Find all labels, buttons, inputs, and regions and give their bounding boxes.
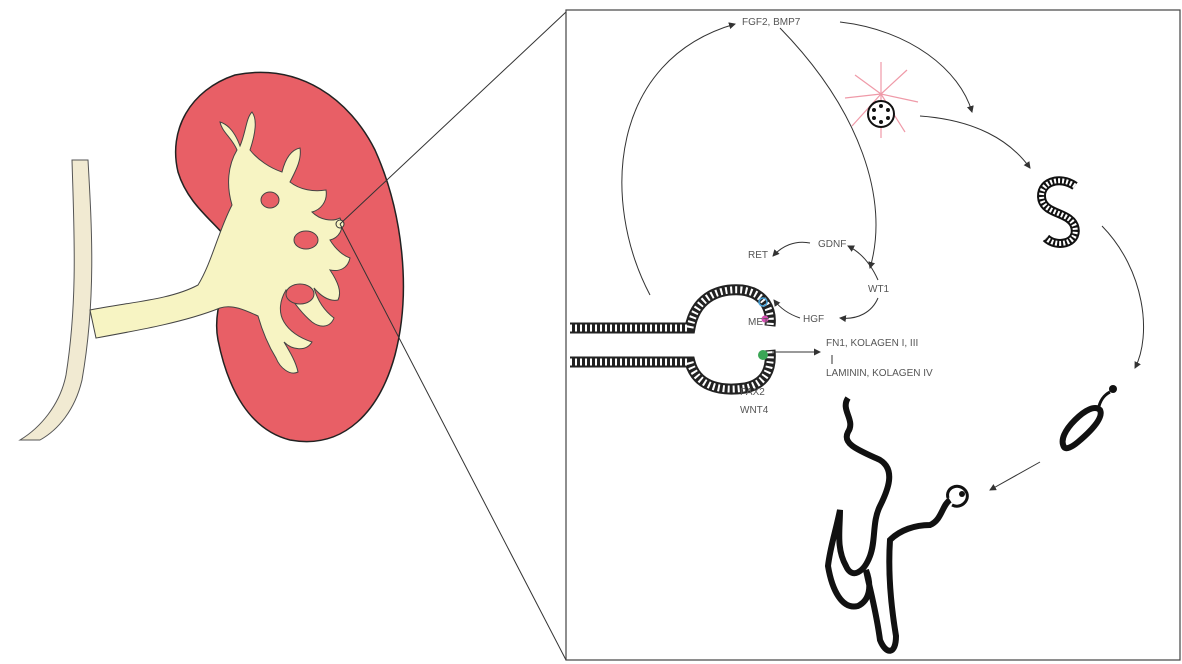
calyx-hole (261, 192, 279, 208)
label-pax2: PAX2 (740, 387, 765, 398)
label-met: MET (748, 317, 769, 328)
label-laminin-kolagen: LAMININ, KOLAGEN IV (826, 368, 933, 379)
label-wt1: WT1 (868, 284, 890, 295)
kidney-illustration (20, 72, 403, 441)
ureter (20, 160, 92, 440)
label-gdnf: GDNF (818, 239, 846, 250)
pax2-marker (758, 350, 768, 360)
zoom-line-bottom (340, 224, 566, 660)
zoom-line-top (340, 12, 566, 224)
label-wnt4: WNT4 (740, 405, 769, 416)
calyx-hole (294, 231, 318, 249)
calyx-hole (286, 284, 314, 304)
label-ret: RET (748, 250, 768, 261)
label-hgf: HGF (803, 314, 824, 325)
label-fgf2-bmp7: FGF2, BMP7 (742, 17, 801, 28)
label-fn1-kolagen: FN1, KOLAGEN I, III (826, 338, 918, 349)
